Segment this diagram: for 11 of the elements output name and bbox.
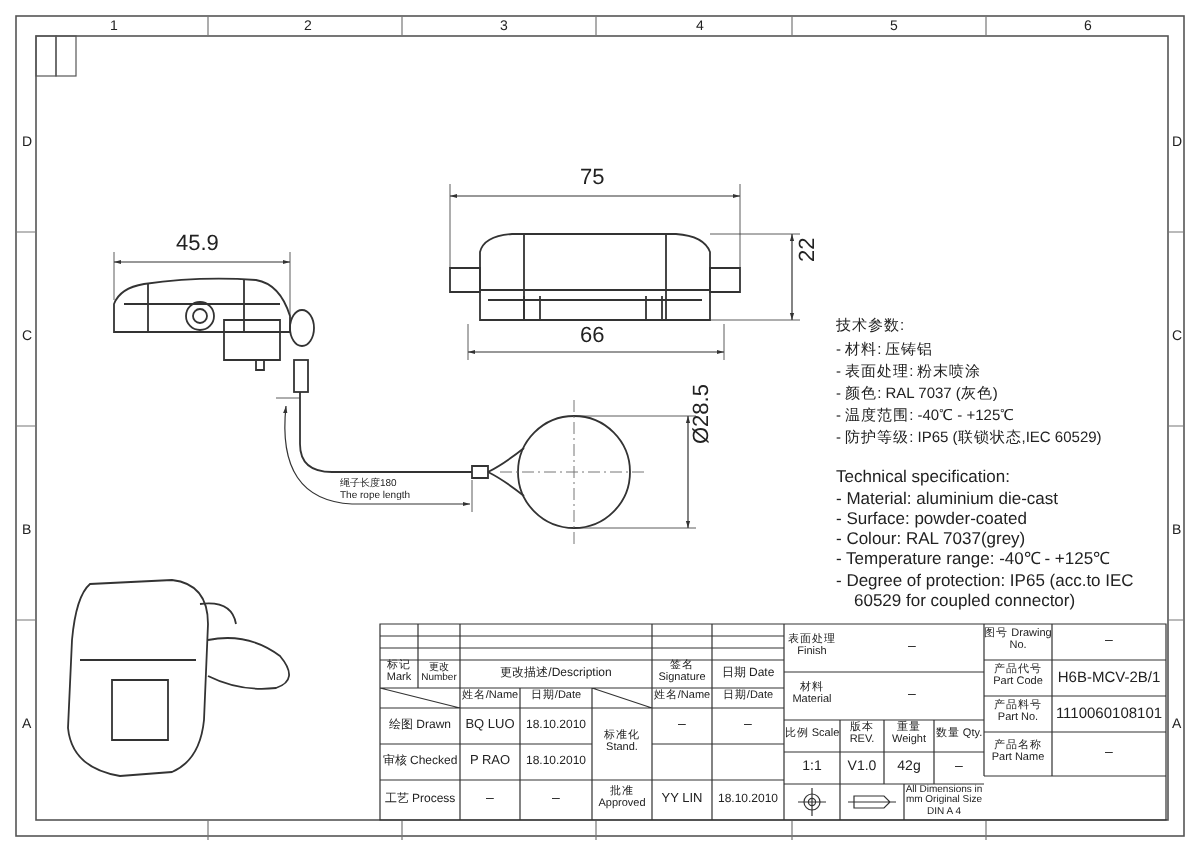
dimension-text: 22 [798, 237, 822, 262]
spec-line: - Surface: powder-coated [836, 510, 1027, 528]
dimension-text: 66 [580, 326, 605, 350]
dimension-text: Ø28.5 [692, 384, 716, 444]
dimension-text: 75 [580, 168, 605, 192]
spec-line: - Material: aluminium die-cast [836, 490, 1059, 508]
spec-line: - Temperature range: -40℃ - +125℃ [836, 550, 1110, 568]
spec-line: - Degree of protection: IP65 (acc.to IEC 60529 for coupled connector) [836, 570, 1136, 610]
spec-line: - Colour: RAL 7037(grey) [836, 530, 1026, 548]
spec-heading: Technical specification: [836, 468, 1010, 486]
dimension-text: 45.9 [176, 234, 219, 258]
